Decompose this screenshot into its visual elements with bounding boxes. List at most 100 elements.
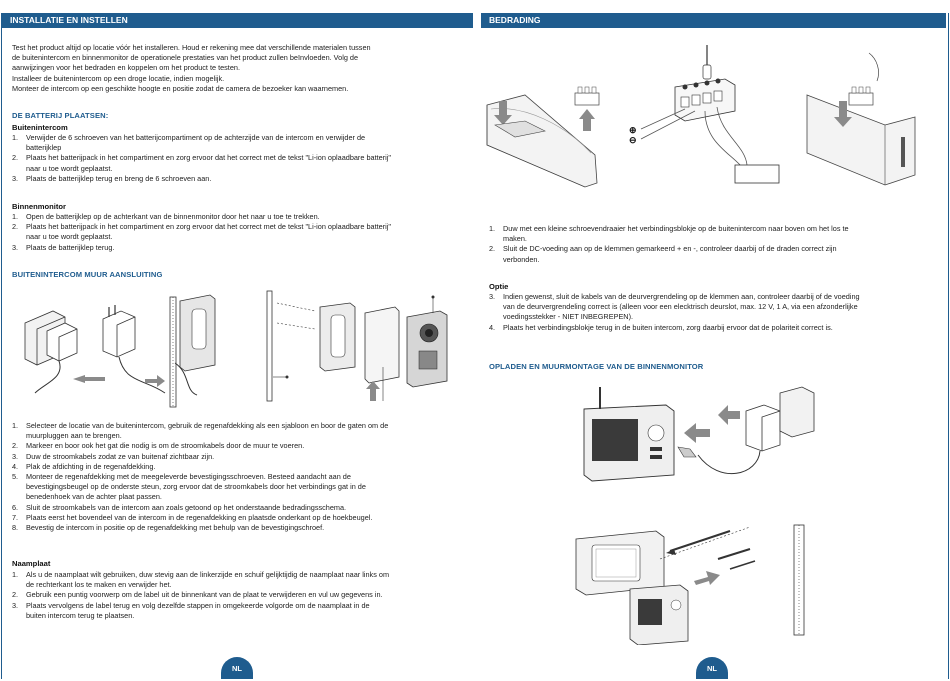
step-line: Bevestig de intercom in positie op de re… — [26, 523, 325, 533]
step-item: 2. Gebruik een puntig voorwerp om de labe… — [12, 590, 467, 600]
power-adapter-icon — [697, 404, 781, 475]
nameplate-subtitle: Naamplaat — [12, 559, 51, 568]
intro-line: Installeer de buitenintercom op een drog… — [12, 73, 225, 83]
step-number: 8. — [12, 523, 19, 533]
step-item: 3. Plaats de batterijklep terug. — [12, 243, 467, 253]
step-line: Duw met een kleine schroevendraaier het … — [503, 224, 849, 233]
step-line: Selecteer de locatie van de buiteninterc… — [26, 421, 389, 430]
step-number: 2. — [12, 222, 19, 232]
step-number: 6. — [12, 502, 19, 512]
step-item: 2. Plaats het batterijpack in het compart… — [12, 222, 467, 242]
option-subtitle: Optie — [489, 282, 509, 291]
arrow-icon — [73, 375, 105, 383]
arrow-icon — [834, 101, 852, 127]
step-item: 1.Open de batterijklep op de achterkant … — [12, 212, 467, 222]
arrow-icon — [494, 101, 512, 125]
step-line: Duw de stroomkabels zodat ze van buitena… — [26, 451, 215, 461]
footer-language-tab: NL — [221, 657, 253, 679]
step-line: Plaats de batterijklep terug. — [26, 242, 115, 252]
header-bedrading: BEDRADING — [481, 13, 946, 28]
step-line: Indien gewenst, sluit de kabels van de d… — [503, 292, 860, 301]
arrow-icon — [718, 405, 740, 425]
step-number: 3. — [489, 292, 496, 301]
step-item: 2.Markeer en boor ook het gat die nodig … — [12, 441, 467, 451]
step-item: 3. Indien gewenst, sluit de kabels van de… — [489, 292, 939, 323]
step-line: Plaats het verbindingsblokje terug in de… — [503, 322, 833, 332]
step-item: 2. Plaats het batterijpack in het compart… — [12, 153, 467, 173]
monitor-icon — [583, 387, 675, 482]
indoor-subtitle: Binnenmonitor — [12, 202, 66, 211]
step-item: 8. Bevestig de intercom in positie op de … — [12, 523, 467, 533]
terminal-block-icon — [574, 86, 600, 106]
intro-text: Test het product altijd op locatie vóór … — [12, 43, 467, 94]
step-number: 1. — [489, 224, 496, 233]
svg-text:⊖: ⊖ — [629, 135, 637, 145]
step-line: maken. — [503, 234, 527, 244]
step-line: van de deurvergrendeling correct is (all… — [503, 302, 858, 312]
step-number: 2. — [12, 590, 19, 600]
nameplate-steps-list: 1. Als u de naamplaat wilt gebruiken, duw… — [12, 570, 467, 621]
intro-line: de buitenintercom en binnenmonitor de op… — [12, 53, 359, 63]
terminal-block-icon — [848, 86, 874, 106]
step-number: 3. — [12, 242, 19, 252]
step-number: 4. — [12, 461, 19, 471]
step-line: Open de batterijklep op de achterkant va… — [26, 212, 320, 221]
outdoor-steps-list: 1. Verwijder de 6 schroeven van het batte… — [12, 133, 467, 184]
screw-icon — [666, 530, 756, 570]
step-number: 3. — [12, 173, 19, 183]
page-border-right — [948, 13, 949, 679]
step-line: Als u de naamplaat wilt gebruiken, duw s… — [26, 570, 390, 579]
step-line: naar u toe wordt geplaatst. — [26, 232, 113, 242]
terminal-block-icon — [674, 78, 736, 122]
footer-language-tab: NL — [696, 657, 728, 679]
svg-text:⊕: ⊕ — [629, 125, 637, 135]
step-number: 1. — [12, 570, 19, 579]
step-line: Markeer en boor ook het gat die nodig is… — [26, 441, 305, 451]
step-line: Plaats vervolgens de label terug en volg… — [26, 600, 370, 610]
step-number: 3. — [12, 451, 19, 461]
battery-section-title: DE BATTERIJ PLAATSEN: — [12, 111, 109, 120]
step-line: voedingsstekker - NIET INBEGREPEN). — [503, 312, 634, 322]
step-line: muurpluggen aan te brengen. — [26, 431, 122, 441]
intercom-unit-icon — [319, 302, 448, 388]
header-installatie: INSTALLATIE EN INSTELLEN — [2, 13, 473, 28]
step-item: 1.Selecteer de locatie van de buiteninte… — [12, 421, 467, 441]
step-line: Verwijder de 6 schroeven van het batteri… — [26, 133, 366, 142]
step-line: Plaats het batterijpack in het compartim… — [26, 222, 391, 232]
step-line: Plaats eerst het bovendeel van de interc… — [26, 512, 373, 522]
step-line: batterijklep — [26, 143, 62, 153]
page-border-left — [1, 13, 2, 679]
step-item: 4. Plak de afdichting in de regenafdekkin… — [12, 462, 467, 472]
screwdriver-icon — [702, 45, 712, 80]
step-line: Plak de afdichting in de regenafdekking. — [26, 461, 156, 471]
arrow-icon — [145, 375, 165, 387]
step-item: 7. Plaats eerst het bovendeel van de inte… — [12, 513, 467, 523]
step-line: bevestigingsbeugel op de onderste steun,… — [26, 482, 366, 492]
left-page: INSTALLATIE EN INSTELLEN Test het produc… — [0, 0, 475, 679]
step-line: buiten intercom terug te plaatsen. — [26, 610, 135, 620]
step-line: Sluit de DC-voeding aan op de klemmen ge… — [503, 244, 837, 254]
step-number: 2. — [489, 244, 496, 254]
intercom-unit-icon — [179, 294, 216, 372]
step-line: Plaats het batterijpack in het compartim… — [26, 153, 391, 163]
wall-mount-monitor-figure — [575, 524, 805, 645]
outdoor-subtitle: Buitenintercom — [12, 123, 68, 132]
right-page: BEDRADING — [475, 0, 950, 679]
step-number: 2. — [12, 153, 19, 163]
wall-mount-figure — [24, 290, 448, 408]
wall-steps-list: 1.Selecteer de locatie van de buiteninte… — [12, 421, 467, 533]
monitor-icon — [629, 584, 689, 645]
step-line: benedenhoek van de achter plaat passen. — [26, 492, 162, 502]
step-number: 7. — [12, 512, 19, 522]
arrow-icon — [366, 381, 380, 401]
wiring-steps-list: 1. Duw met een kleine schroevendraaier he… — [489, 224, 939, 265]
intro-line: Monteer de intercom op een geschikte hoo… — [12, 83, 349, 93]
step-item: 3.Plaats de batterijklep terug en breng … — [12, 174, 467, 184]
step-line: Gebruik een puntig voorwerp om de label … — [26, 590, 383, 600]
power-adapter-icon — [34, 322, 78, 394]
option-steps-list: 3. Indien gewenst, sluit de kabels van de… — [489, 292, 939, 333]
wall-outlet-icon — [779, 386, 815, 438]
step-number: 1. — [12, 133, 19, 142]
step-line: Monteer de regenafdekking met de meegele… — [26, 472, 351, 482]
step-item: 6.Sluit de stroomkabels van de intercom … — [12, 503, 467, 513]
